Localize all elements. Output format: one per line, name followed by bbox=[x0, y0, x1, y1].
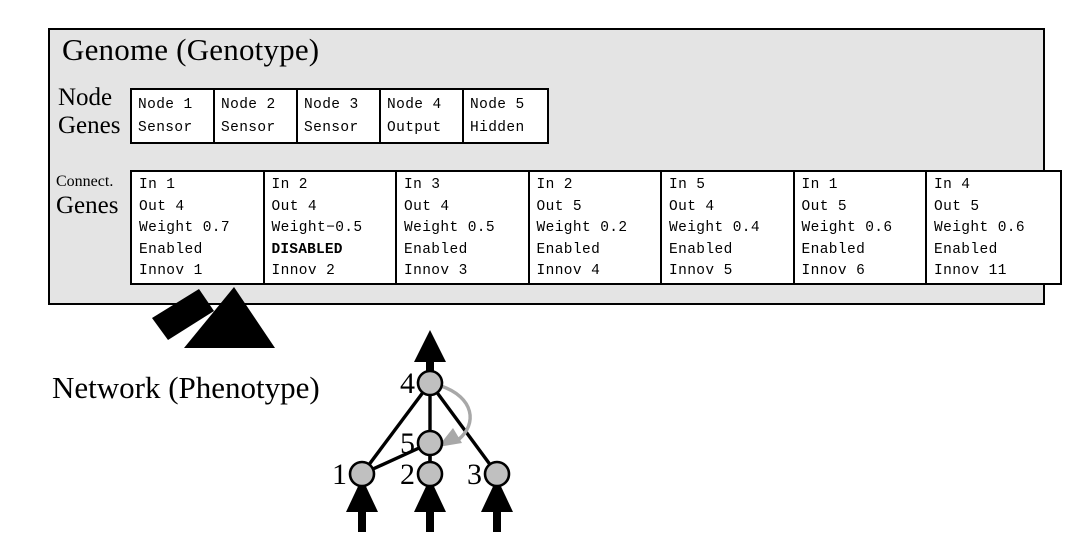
conn-gene-weight: Weight 0.7 bbox=[139, 220, 231, 236]
node-gene-id: Node 4 bbox=[387, 97, 442, 113]
conn-gene-weight: Weight−0.5 bbox=[271, 220, 363, 236]
node-gene-type: Output bbox=[387, 120, 442, 136]
network-nodes bbox=[348, 369, 511, 488]
input-arrow-3 bbox=[481, 478, 513, 532]
conn-gene-out: Out 4 bbox=[669, 198, 715, 215]
node-gene-id: Node 1 bbox=[138, 97, 193, 113]
node-label-4: 4 bbox=[400, 367, 415, 400]
node-gene-id: Node 2 bbox=[221, 97, 276, 113]
node-gene-type: Sensor bbox=[221, 120, 276, 136]
node-genes-label-line2: Genes bbox=[58, 112, 121, 139]
connection-gene-cell: In 5 Out 4 Weight 0.4 Enabled Innov 5 bbox=[662, 172, 795, 283]
conn-gene-innov: Innov 5 bbox=[669, 263, 733, 279]
conn-gene-innov: Innov 4 bbox=[536, 263, 601, 279]
conn-gene-state: Enabled bbox=[801, 241, 866, 258]
node-gene-cell: Node 2 Sensor bbox=[215, 90, 298, 142]
conn-gene-innov: Innov 1 bbox=[139, 263, 203, 279]
node-gene-cell: Node 1 Sensor bbox=[132, 90, 215, 142]
input-arrows bbox=[346, 478, 513, 532]
conn-gene-in: In 2 bbox=[271, 177, 308, 193]
conn-gene-in: In 1 bbox=[801, 177, 838, 193]
node-genes-label-line1: Node bbox=[58, 84, 113, 111]
connection-gene-cell: In 3 Out 4 Weight 0.5 Enabled Innov 3 bbox=[397, 172, 530, 283]
conn-gene-state: DISABLED bbox=[271, 241, 343, 258]
genome-title: Genome (Genotype) bbox=[62, 32, 320, 67]
node-label-5: 5 bbox=[400, 427, 415, 460]
conn-gene-out: Out 5 bbox=[536, 198, 583, 215]
connection-gene-cell: In 1 Out 5 Weight 0.6 Enabled Innov 6 bbox=[794, 172, 927, 283]
conn-gene-innov: Innov 6 bbox=[801, 263, 866, 279]
node-gene-id: Node 5 bbox=[470, 97, 525, 113]
conn-gene-state: Enabled bbox=[536, 241, 601, 258]
conn-gene-in: In 2 bbox=[536, 177, 573, 193]
edge-1-4 bbox=[360, 381, 432, 476]
connection-gene-cell: In 2 Out 5 Weight 0.2 Enabled Innov 4 bbox=[529, 172, 662, 283]
node-gene-type: Hidden bbox=[470, 120, 525, 136]
node-label-1: 1 bbox=[332, 458, 347, 491]
conn-gene-innov: Innov 2 bbox=[271, 263, 336, 279]
conn-gene-state: Enabled bbox=[934, 241, 998, 258]
node-circle-4 bbox=[416, 369, 444, 397]
node-circle-2 bbox=[416, 460, 444, 488]
connection-gene-cell: In 1 Out 4 Weight 0.7 Enabled Innov 1 bbox=[132, 172, 265, 283]
conn-gene-out: Out 5 bbox=[801, 198, 848, 215]
node-genes-table: Node 1 Sensor Node 2 Sensor Node 3 Senso… bbox=[130, 88, 549, 144]
conn-gene-in: In 4 bbox=[934, 177, 971, 193]
conn-gene-weight: Weight 0.4 bbox=[669, 220, 761, 236]
connection-genes-label: Connect. Genes bbox=[56, 172, 130, 219]
node-gene-type: Sensor bbox=[304, 120, 359, 136]
node-gene-type: Sensor bbox=[138, 120, 193, 136]
input-arrow-1 bbox=[346, 478, 378, 532]
conn-gene-in: In 1 bbox=[139, 177, 176, 193]
conn-gene-state: Enabled bbox=[139, 241, 203, 258]
node-gene-cell: Node 5 Hidden bbox=[464, 90, 547, 142]
node-gene-cell: Node 3 Sensor bbox=[298, 90, 381, 142]
conn-gene-out: Out 4 bbox=[404, 198, 450, 215]
conn-gene-out: Out 5 bbox=[934, 198, 980, 215]
conn-gene-innov: Innov 3 bbox=[404, 263, 468, 279]
connection-gene-cell: In 2 Out 4 Weight−0.5 DISABLED Innov 2 bbox=[264, 172, 397, 283]
node-label-3: 3 bbox=[467, 458, 482, 491]
node-circle-1 bbox=[348, 460, 376, 488]
edge-3-4 bbox=[428, 381, 499, 476]
node-gene-id: Node 3 bbox=[304, 97, 359, 113]
node-gene-cell: Node 4 Output bbox=[381, 90, 464, 142]
node-label-2: 2 bbox=[400, 458, 415, 491]
connection-genes-table: In 1 Out 4 Weight 0.7 Enabled Innov 1 In… bbox=[130, 170, 1062, 285]
edge-4-5-recurrent-arrow bbox=[438, 384, 472, 447]
conn-gene-in: In 3 bbox=[404, 177, 441, 193]
conn-gene-state: Enabled bbox=[404, 241, 468, 258]
conn-gene-in: In 5 bbox=[669, 177, 706, 193]
conn-gene-innov: Innov 11 bbox=[934, 263, 1007, 279]
node-circle-5 bbox=[416, 429, 444, 457]
network-node-labels: 1 2 3 4 5 bbox=[332, 367, 482, 491]
conn-gene-out: Out 4 bbox=[271, 198, 318, 215]
conn-gene-weight: Weight 0.2 bbox=[536, 220, 628, 236]
input-arrow-2 bbox=[414, 478, 446, 532]
connection-genes-label-line2: Genes bbox=[56, 192, 119, 219]
conn-gene-out: Out 4 bbox=[139, 198, 185, 215]
conn-gene-weight: Weight 0.5 bbox=[404, 220, 496, 236]
connection-gene-cell: In 4 Out 5 Weight 0.6 Enabled Innov 11 bbox=[927, 172, 1060, 283]
conn-gene-state: Enabled bbox=[669, 241, 733, 258]
conn-gene-weight: Weight 0.6 bbox=[934, 220, 1026, 236]
conn-gene-weight: Weight 0.6 bbox=[801, 220, 893, 236]
genotype-pointer-arrow bbox=[152, 287, 275, 348]
node-circle-3 bbox=[483, 460, 511, 488]
node-genes-label: Node Genes bbox=[58, 84, 128, 140]
phenotype-label: Network (Phenotype) bbox=[52, 370, 320, 405]
connection-genes-label-line1: Connect. bbox=[56, 173, 114, 190]
